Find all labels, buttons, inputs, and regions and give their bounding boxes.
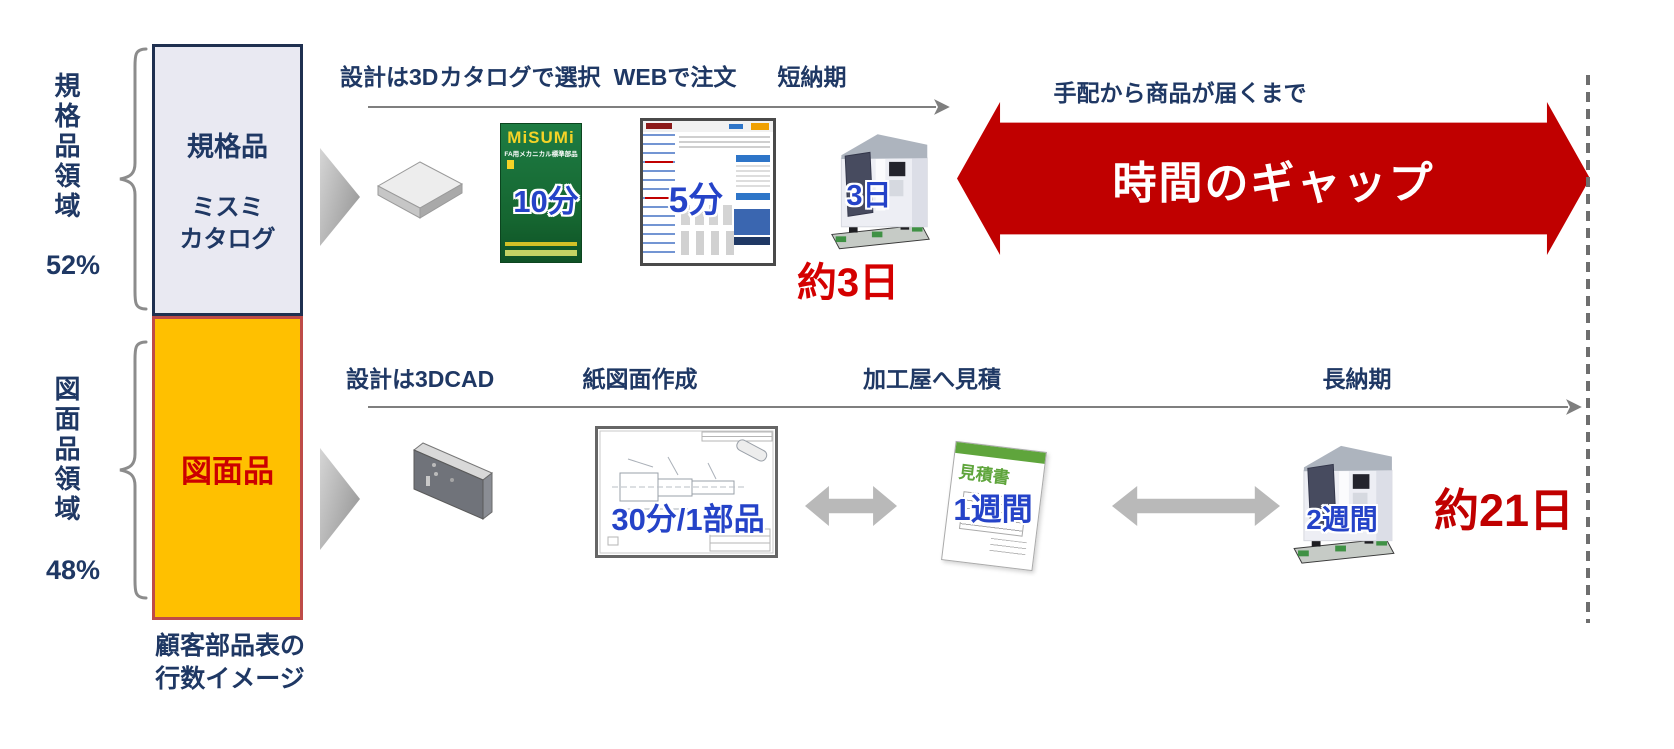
double-arrow-left-icon [805, 486, 897, 526]
machine-top-time-label: 3日 [846, 180, 892, 212]
bottom-step-leadtime: 長納期 [1322, 366, 1392, 392]
double-arrow-right-icon [1112, 486, 1280, 526]
drawing-box: 図面品 [152, 316, 303, 620]
bottom-step-drawing: 紙図面作成 [582, 366, 698, 392]
top-flow-arrowhead-icon [934, 99, 950, 115]
standard-box-title: 規格品 [187, 132, 268, 162]
standard-box-sub2: カタログ [179, 226, 276, 253]
drawing-region-vertical-label: 図面品領域 [51, 375, 81, 525]
top-step-web: WEBで注文 [613, 64, 737, 90]
web-time-label: 5分 [668, 181, 724, 220]
standard-region-brace-icon [119, 47, 148, 311]
drawing-region-brace-icon [119, 340, 148, 600]
catalog-subtitle: FA用メカニカル標準部品 [504, 151, 578, 158]
catalog-mark [507, 160, 514, 169]
top-step-catalog: カタログで選択 [439, 64, 601, 90]
machine-bottom-time-label: 2週間 [1306, 504, 1378, 535]
bottom-step-quote: 加工屋へ見積 [863, 366, 1001, 392]
misumi-catalog-icon: MiSUMi FA用メカニカル標準部品 [500, 123, 582, 263]
dashed-timeline [1586, 75, 1590, 623]
standard-region-percent: 52% [45, 250, 101, 280]
paper-drawing-icon [595, 426, 778, 558]
bottom-total-time: 約21日 [1433, 485, 1575, 536]
time-gap-arrow: 時間のギャップ [957, 102, 1590, 255]
standard-region-vertical-label: 規格品領域 [51, 72, 81, 222]
top-step-leadtime: 短納期 [777, 64, 847, 90]
bottom-flow-arrowhead-icon [1566, 399, 1582, 415]
top-total-time: 約3日 [796, 261, 900, 305]
bottom-chevron-icon [320, 448, 360, 550]
bottom-flow-arrow-line [368, 406, 1568, 408]
top-step-design: 設計は3D [340, 64, 439, 90]
drawing-region-percent: 48% [45, 555, 101, 585]
gap-label: 時間のギャップ [1112, 158, 1435, 208]
machine-bottom-icon [1293, 445, 1395, 564]
bom-caption: 顧客部品表の 行数イメージ [154, 632, 305, 693]
catalog-brand: MiSUMi [507, 128, 575, 147]
machine-top-icon [831, 134, 930, 250]
drawing-box-title: 図面品 [181, 453, 274, 489]
top-chevron-icon [320, 148, 360, 246]
standard-box: 規格品 ミスミ カタログ [152, 44, 303, 316]
drawing-part-icon [413, 442, 493, 521]
estimate-time-label: 1週間 [953, 492, 1033, 527]
web-order-page-icon [640, 118, 776, 266]
bottom-step-design: 設計は3DCAD [346, 366, 495, 392]
standard-box-sub1: ミスミ [191, 194, 264, 221]
drawing-time-label: 30分/1部品 [611, 502, 765, 537]
catalog-time-label: 10分 [513, 184, 579, 219]
gap-caption: 手配から商品が届くまで [1053, 80, 1307, 106]
standard-part-icon [376, 161, 464, 219]
top-flow-arrow-line [368, 106, 936, 108]
